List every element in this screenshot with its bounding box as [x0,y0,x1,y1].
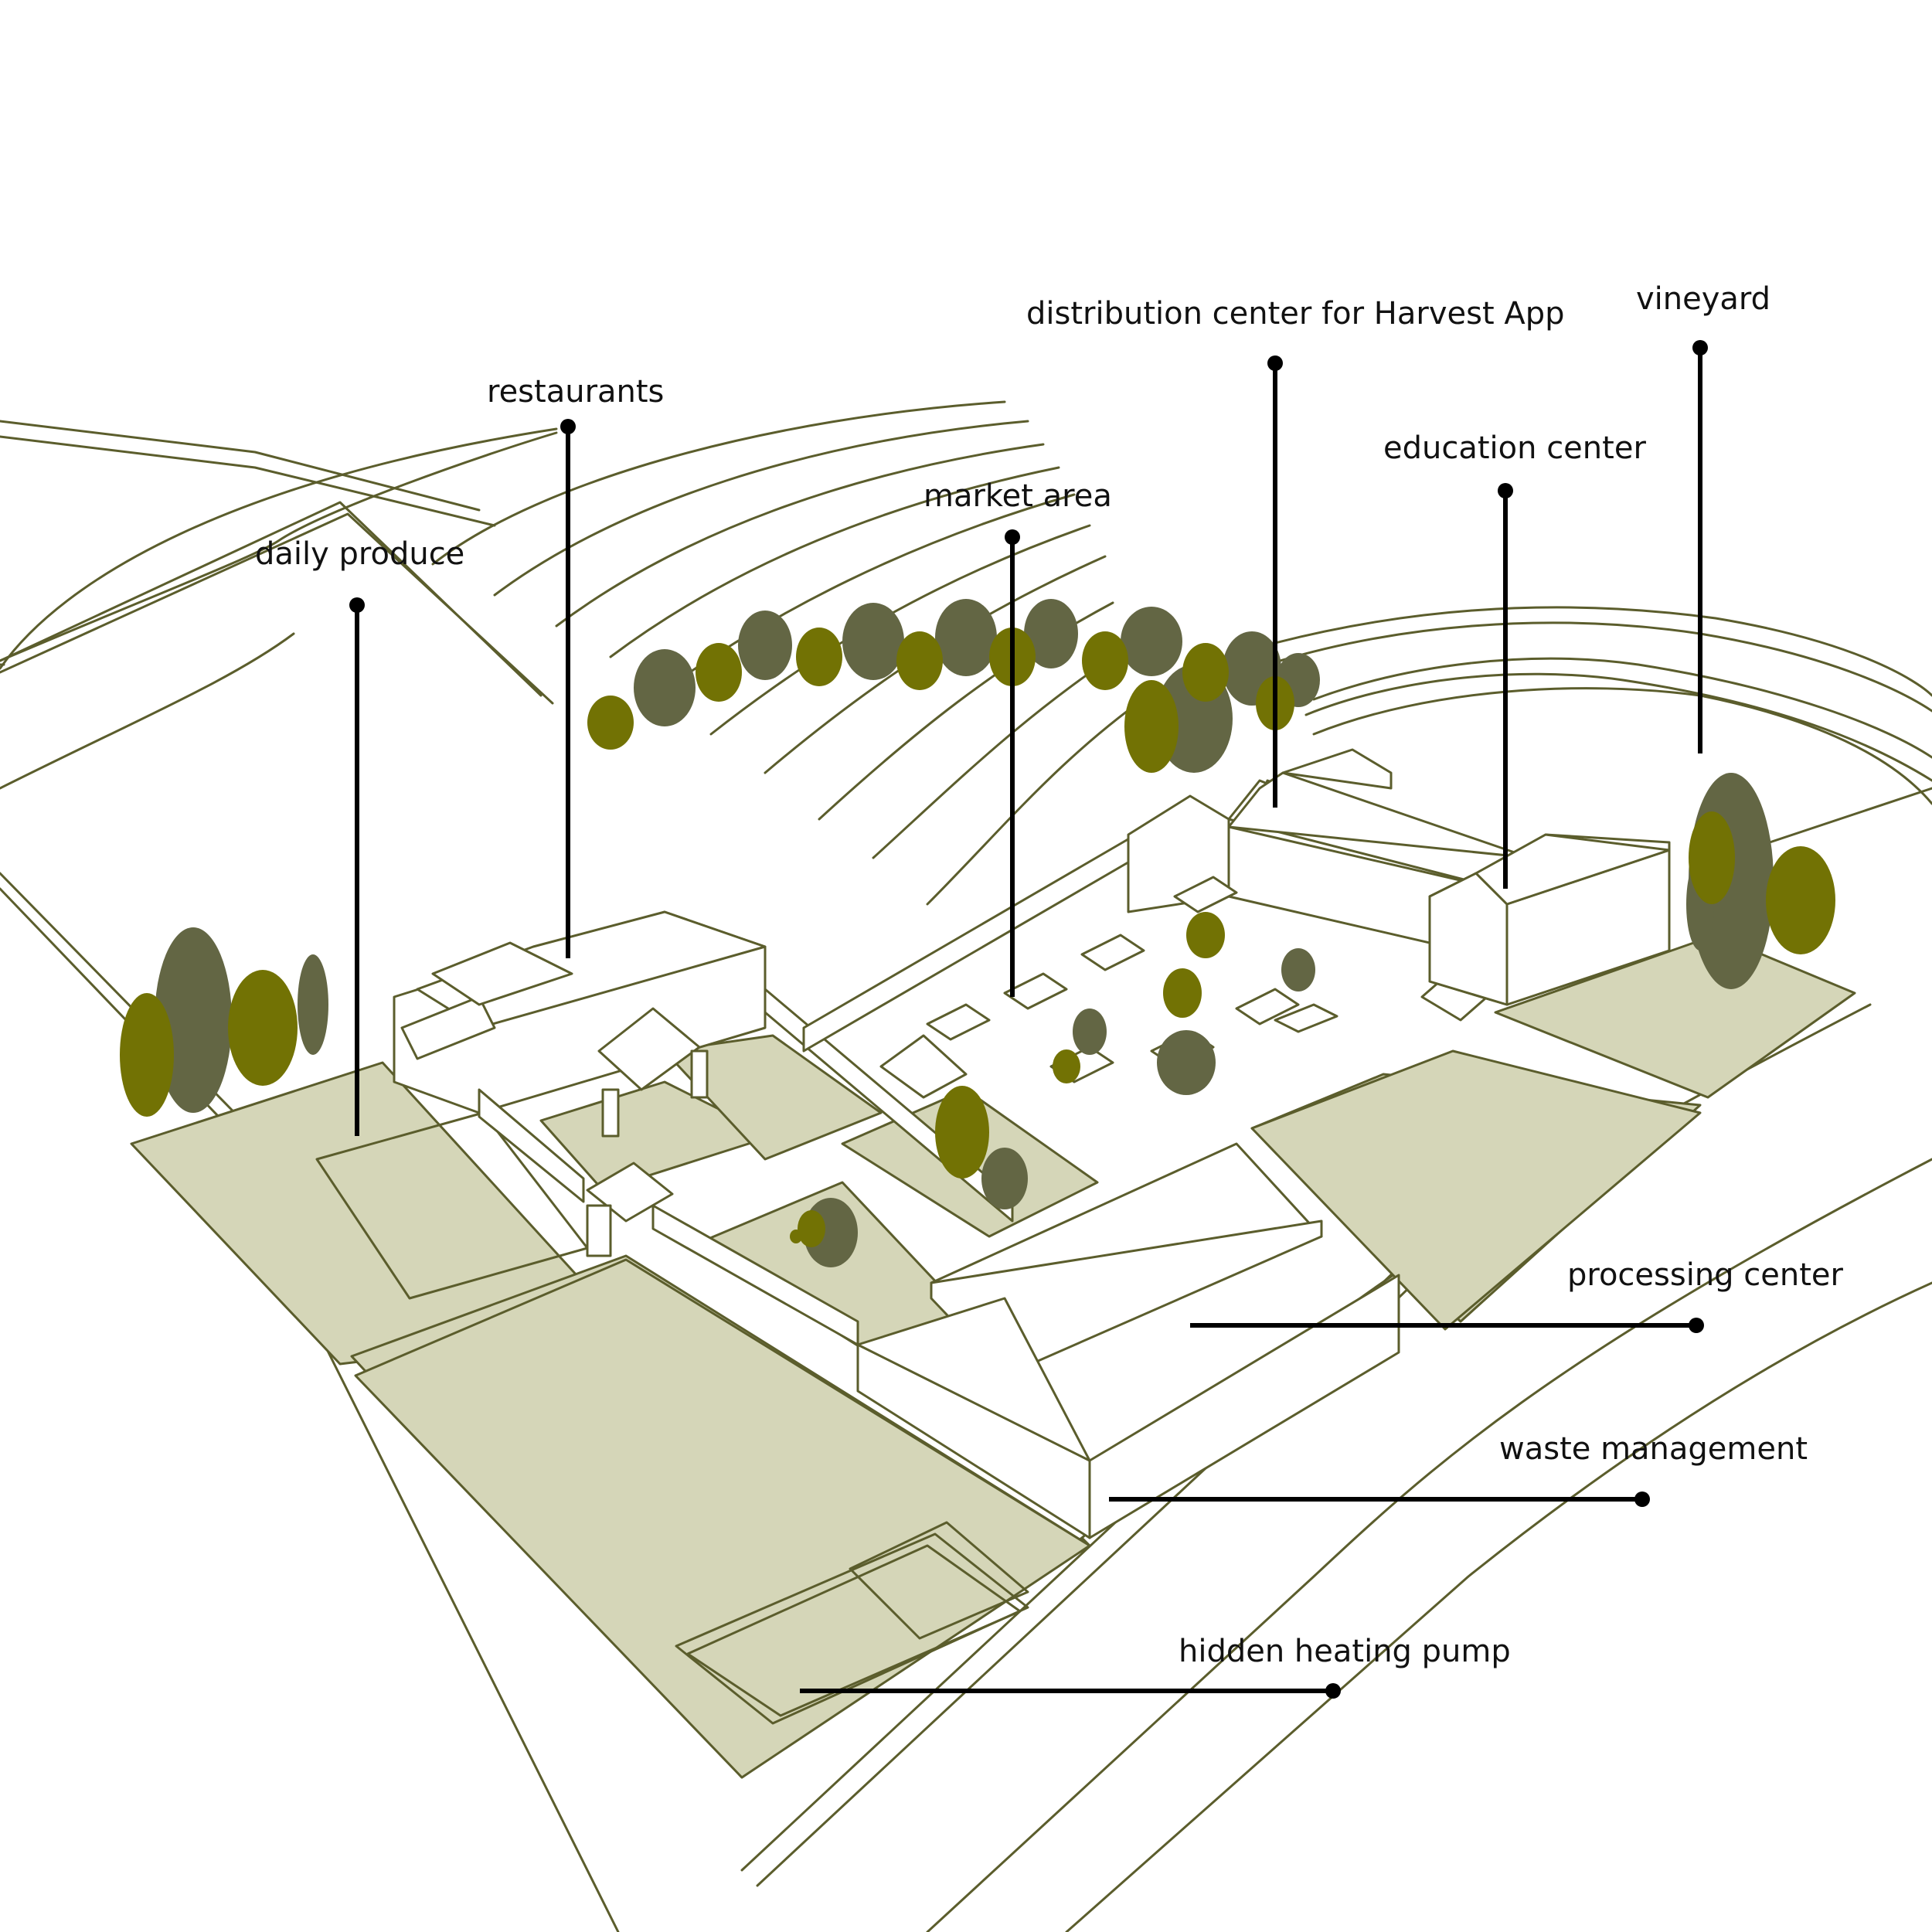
leader-dot-daily-produce [349,597,365,613]
field-plots [130,934,1856,1779]
leader-dot-processing-center [1689,1318,1704,1333]
leader-dot-vineyard [1692,340,1708,355]
label-restaurants: restaurants [487,374,665,410]
label-education-center: education center [1383,430,1646,466]
leader-dot-market-area [1005,529,1020,545]
leader-dot-education-center [1498,483,1513,498]
leader-dot-waste-management [1634,1492,1650,1507]
leader-dot-restaurants [560,419,576,434]
label-processing-center: processing center [1567,1257,1843,1293]
leader-lines [349,340,1708,1699]
label-market-area: market area [923,478,1112,514]
label-daily-produce: daily produce [255,536,465,572]
leader-dot-distribution-center [1267,355,1283,371]
label-hidden-heating-pump: hidden heating pump [1179,1634,1511,1669]
trees [120,599,1835,1267]
label-vineyard: vineyard [1636,281,1771,317]
label-distribution-center: distribution center for Harvest App [1026,296,1565,332]
label-waste-management: waste management [1499,1431,1808,1467]
leader-dot-hidden-heating-pump [1325,1683,1341,1699]
